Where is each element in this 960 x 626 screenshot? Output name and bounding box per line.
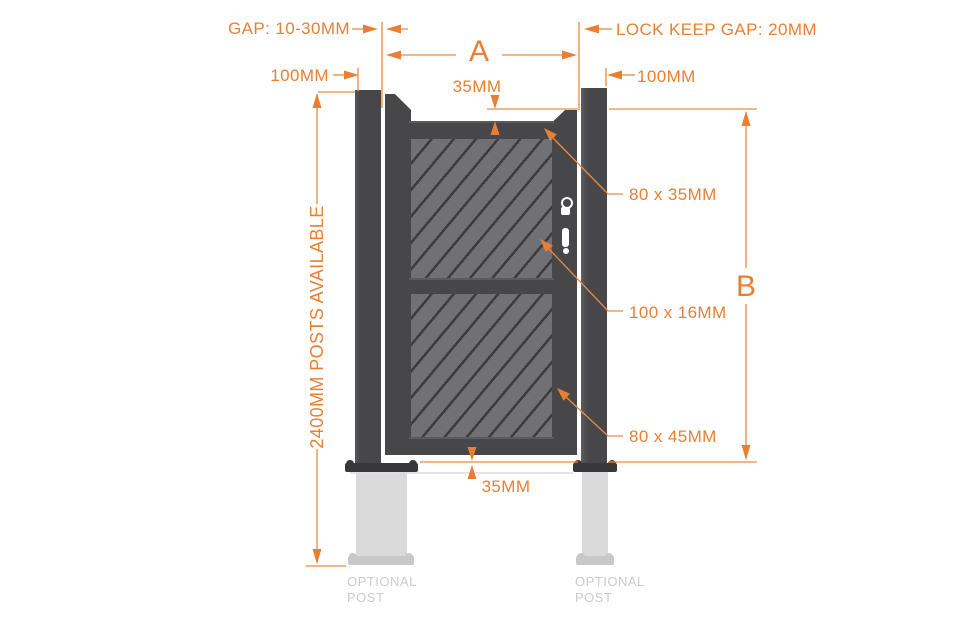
lock-keep-plate-icon bbox=[561, 207, 570, 215]
base-foot bbox=[605, 553, 613, 561]
base-foot bbox=[409, 460, 417, 468]
base-foot bbox=[577, 553, 585, 561]
right-post bbox=[581, 88, 607, 464]
arrow-down-icon bbox=[741, 445, 751, 460]
arrow-up-icon bbox=[741, 111, 751, 126]
gate-height-letter: B bbox=[735, 270, 756, 303]
optional-post-right-label: OPTIONAL POST bbox=[575, 574, 645, 605]
arrow-left-icon bbox=[386, 50, 401, 60]
optional-post-right-base bbox=[576, 553, 614, 565]
arrow-right-icon bbox=[344, 70, 359, 80]
base-foot bbox=[608, 460, 616, 468]
left-post-width-label: 100MM bbox=[270, 66, 329, 85]
gate-lower-infill-panel bbox=[411, 294, 552, 437]
gap-dimension-label: GAP: 10-30MM bbox=[228, 19, 350, 38]
optional-post-left-label: OPTIONAL POST bbox=[347, 574, 417, 605]
lock-handle-icon bbox=[562, 228, 569, 247]
post-height-note-label: 2400MM POSTS AVAILABLE bbox=[307, 205, 327, 449]
gate-top-rail bbox=[409, 121, 554, 140]
bottom-rail-inset-label: 35MM bbox=[481, 477, 531, 496]
left-post bbox=[355, 90, 381, 464]
gate-upper-infill-panel bbox=[411, 139, 552, 278]
lock-keep-gap-label: LOCK KEEP GAP: 20MM bbox=[616, 20, 817, 39]
arrow-left-icon bbox=[584, 24, 599, 34]
right-post-base-plate bbox=[573, 460, 617, 472]
base-foot bbox=[405, 553, 413, 561]
top-rail-size-label: 80 x 35MM bbox=[629, 185, 717, 204]
arrow-right-icon bbox=[562, 50, 577, 60]
side-rail-size-label: 80 x 45MM bbox=[629, 427, 717, 446]
base-foot bbox=[574, 460, 582, 468]
base-foot bbox=[349, 553, 357, 561]
arrow-right-icon bbox=[363, 24, 378, 34]
gate-bottom-rail bbox=[409, 437, 554, 455]
top-rail-inset-label: 35MM bbox=[452, 77, 502, 96]
arrow-up-icon bbox=[312, 93, 322, 108]
right-post-width-label: 100MM bbox=[637, 67, 696, 86]
arrow-down-icon bbox=[490, 95, 500, 109]
gate-width-letter: A bbox=[468, 35, 489, 68]
infill-board-size-label: 100 x 16MM bbox=[629, 303, 727, 322]
optional-post-right bbox=[582, 472, 608, 556]
left-post-base-plate bbox=[345, 460, 418, 472]
arrow-down-icon bbox=[312, 549, 322, 564]
gate-hanging-stile bbox=[385, 94, 411, 455]
optional-post-left bbox=[356, 472, 407, 556]
optional-post-left-base bbox=[348, 553, 414, 565]
gate-middle-rail bbox=[409, 278, 554, 294]
gate-latch-stile bbox=[552, 110, 577, 455]
lock-screw-icon bbox=[563, 248, 569, 254]
arrow-left-icon bbox=[386, 24, 401, 34]
arrow-left-icon bbox=[607, 70, 622, 80]
base-foot bbox=[346, 460, 354, 468]
